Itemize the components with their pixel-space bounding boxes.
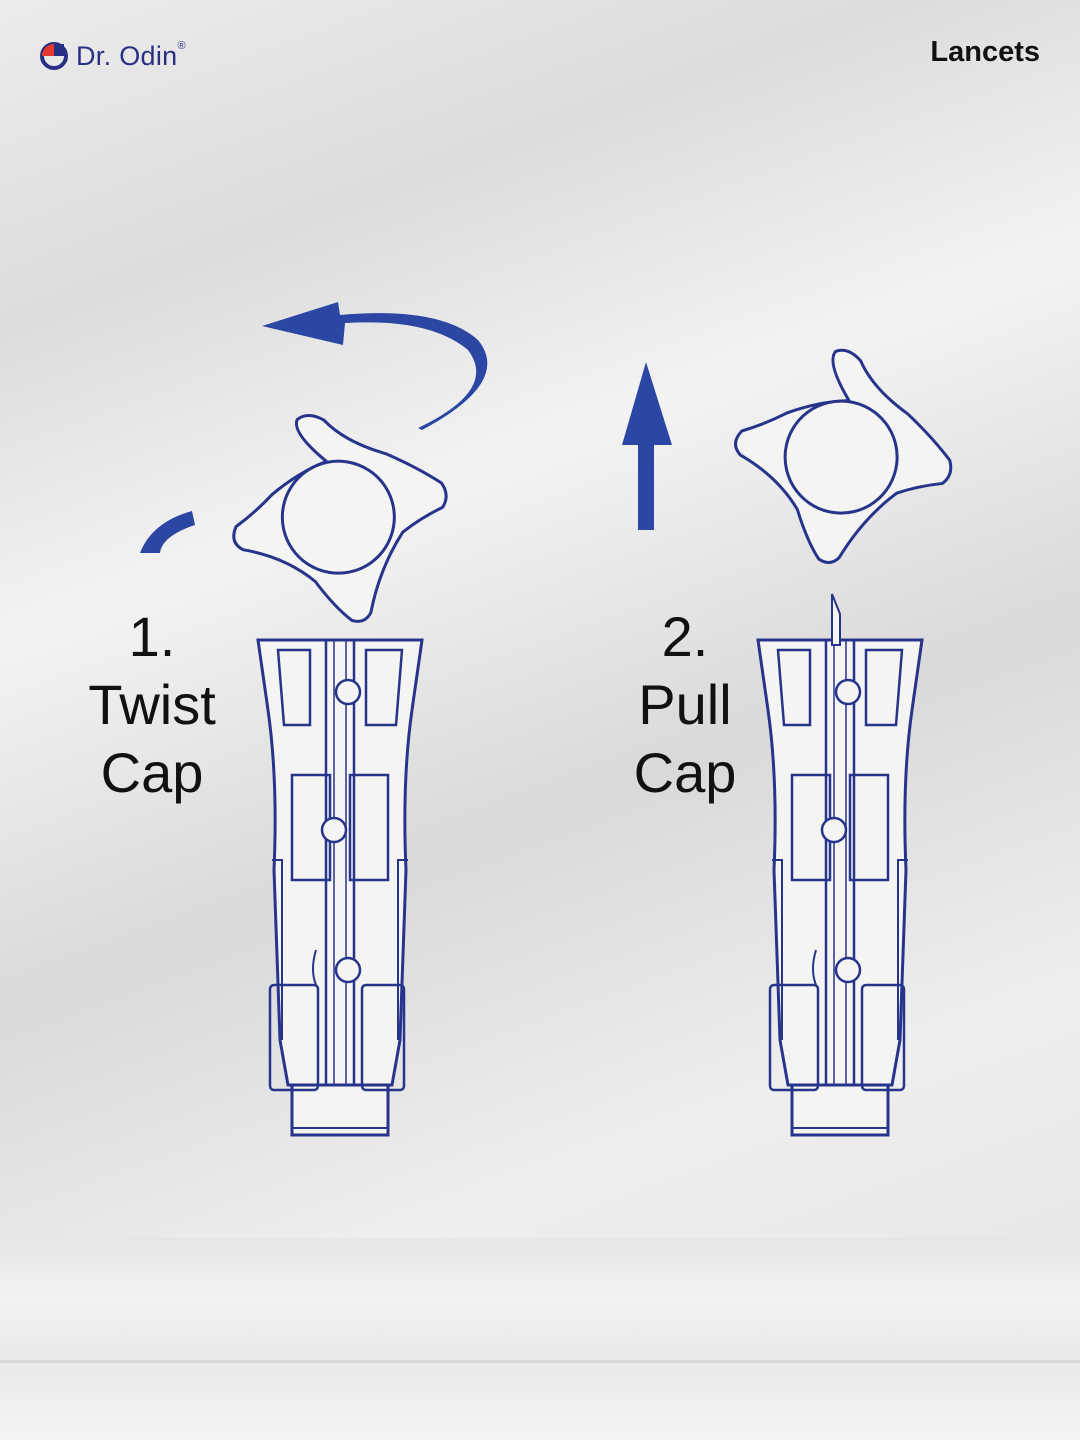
twist-arrow-icon (262, 302, 488, 430)
step-1-label: 1. Twist Cap (60, 603, 244, 807)
brand-reg-mark: ® (177, 40, 186, 52)
lancet-2-cap (719, 335, 967, 580)
lancet-needle (831, 593, 841, 646)
lancet-1-body (256, 638, 424, 1137)
floor-surface (0, 1238, 1080, 1440)
brand-name: Dr. Odin (76, 40, 178, 71)
step-2-line1: Pull (638, 673, 732, 736)
step-1-line1: Twist (88, 673, 216, 736)
product-label: Lancets (930, 36, 1040, 68)
brand-logo-icon (40, 42, 68, 70)
pull-arrow-icon (622, 362, 672, 530)
floor-edge (0, 1360, 1080, 1363)
step-2-number: 2. (661, 605, 709, 668)
step-1-line2: Cap (100, 741, 204, 804)
step-2-line2: Cap (633, 741, 737, 804)
step-1-number: 1. (128, 605, 176, 668)
lancet-1-cap (210, 389, 470, 645)
twist-arrow-tail-icon (140, 511, 195, 553)
step-2-label: 2. Pull Cap (590, 603, 780, 807)
brand-logo: Dr. Odin ® (38, 38, 186, 74)
lancet-2-body (756, 638, 924, 1137)
